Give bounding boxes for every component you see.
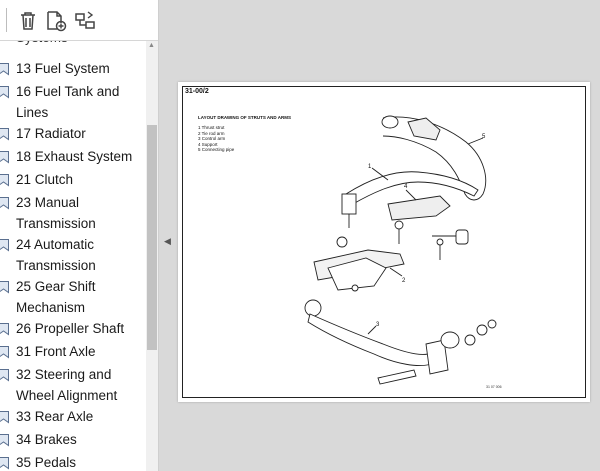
- callout-5: 5: [482, 134, 486, 140]
- callout-1: 1: [368, 164, 372, 170]
- bookmark-icon: [0, 457, 9, 470]
- bushing-part: [381, 115, 399, 129]
- bookmark-icon: [0, 197, 9, 210]
- bookmark-label: 31 Front Axle: [16, 344, 96, 359]
- suspension-diagram: 1 4 5 2 3: [304, 115, 497, 385]
- bookmark-icon: [0, 346, 9, 359]
- page-border: [182, 86, 586, 398]
- bookmark-outline: Systems 13 Fuel System 16 Fuel Tank and …: [0, 32, 146, 471]
- collapse-panel-arrow-icon[interactable]: ◀: [164, 236, 171, 246]
- legend-item: 4 Support: [198, 141, 218, 147]
- figure-code: 31 07 006: [486, 385, 502, 389]
- thrust-strut-part: [345, 171, 479, 205]
- bookmark-label: 25 Gear Shift Mechanism: [16, 279, 96, 315]
- callout-3: 3: [376, 322, 380, 328]
- bookmark-icon: [0, 411, 9, 424]
- bookmark-label: 35 Pedals: [16, 455, 77, 470]
- outline-scrollbar[interactable]: ▲: [146, 40, 158, 471]
- toolbar-divider: [6, 8, 7, 32]
- bushing-part: [425, 339, 449, 375]
- callout-2: 2: [402, 278, 406, 284]
- legend-item: 3 Control arm: [198, 136, 226, 141]
- page-number: 31-00/2: [185, 88, 209, 95]
- bookmark-icon: [0, 174, 9, 187]
- legend-item: 5 Connecting pipe: [198, 147, 235, 152]
- support-plate-part: [387, 195, 451, 221]
- scroll-up-arrow-icon[interactable]: ▲: [148, 42, 155, 49]
- document-page: 31-00/2 LAYOUT DRAWING OF STRUTS AND ARM…: [178, 82, 590, 402]
- figure-legend: 1 Thrust strut 2 Tie rod arm 3 Control a…: [198, 125, 234, 153]
- bookmark-icon: [0, 128, 9, 141]
- bolt-part: [377, 369, 417, 385]
- legend-item: 2 Tie rod arm: [198, 130, 225, 136]
- bookmark-label: 21 Clutch: [16, 172, 74, 187]
- connecting-pipe-part: [382, 116, 487, 201]
- delete-page-icon[interactable]: [18, 10, 40, 32]
- bookmark-icon: [0, 239, 9, 252]
- add-bookmark-icon[interactable]: [45, 10, 67, 32]
- bookmark-label: 18 Exhaust System: [16, 149, 133, 164]
- bookmark-label: 26 Propeller Shaft: [16, 321, 125, 336]
- bookmarks-panel: Systems 13 Fuel System 16 Fuel Tank and …: [0, 0, 159, 471]
- bookmark-label: 16 Fuel Tank and Lines: [16, 84, 120, 120]
- collapse-bookmarks-icon[interactable]: [73, 10, 95, 32]
- bookmark-label: 17 Radiator: [16, 126, 86, 141]
- strut-mount-part: [341, 193, 357, 215]
- scrollbar-thumb[interactable]: [147, 125, 157, 350]
- control-arm-part: [307, 313, 433, 366]
- bookmark-icon: [0, 63, 9, 76]
- bracket-part: [407, 117, 441, 141]
- bookmark-icon: [0, 151, 9, 164]
- bookmark-icon: [0, 281, 9, 294]
- bookmark-icon: [0, 86, 9, 99]
- bookmark-label: 32 Steering and Wheel Alignment: [16, 367, 118, 403]
- bookmark-label: 33 Rear Axle: [16, 409, 94, 424]
- crossmember-part: [327, 257, 387, 291]
- bushing-part: [455, 229, 469, 245]
- bookmark-label: 23 Manual Transmission: [16, 195, 96, 231]
- figure-title: LAYOUT DRAWING OF STRUTS AND ARMS: [198, 115, 291, 120]
- bookmarks-toolbar: [0, 0, 158, 41]
- bookmark-label: 24 Automatic Transmission: [16, 237, 96, 273]
- callout-4: 4: [404, 184, 408, 190]
- legend-item: 1 Thrust strut: [198, 125, 225, 130]
- bookmark-label: 13 Fuel System: [16, 61, 110, 76]
- bookmark-icon: [0, 369, 9, 382]
- bookmark-label: 34 Brakes: [16, 432, 77, 447]
- bookmark-icon: [0, 434, 9, 447]
- bookmark-icon: [0, 323, 9, 336]
